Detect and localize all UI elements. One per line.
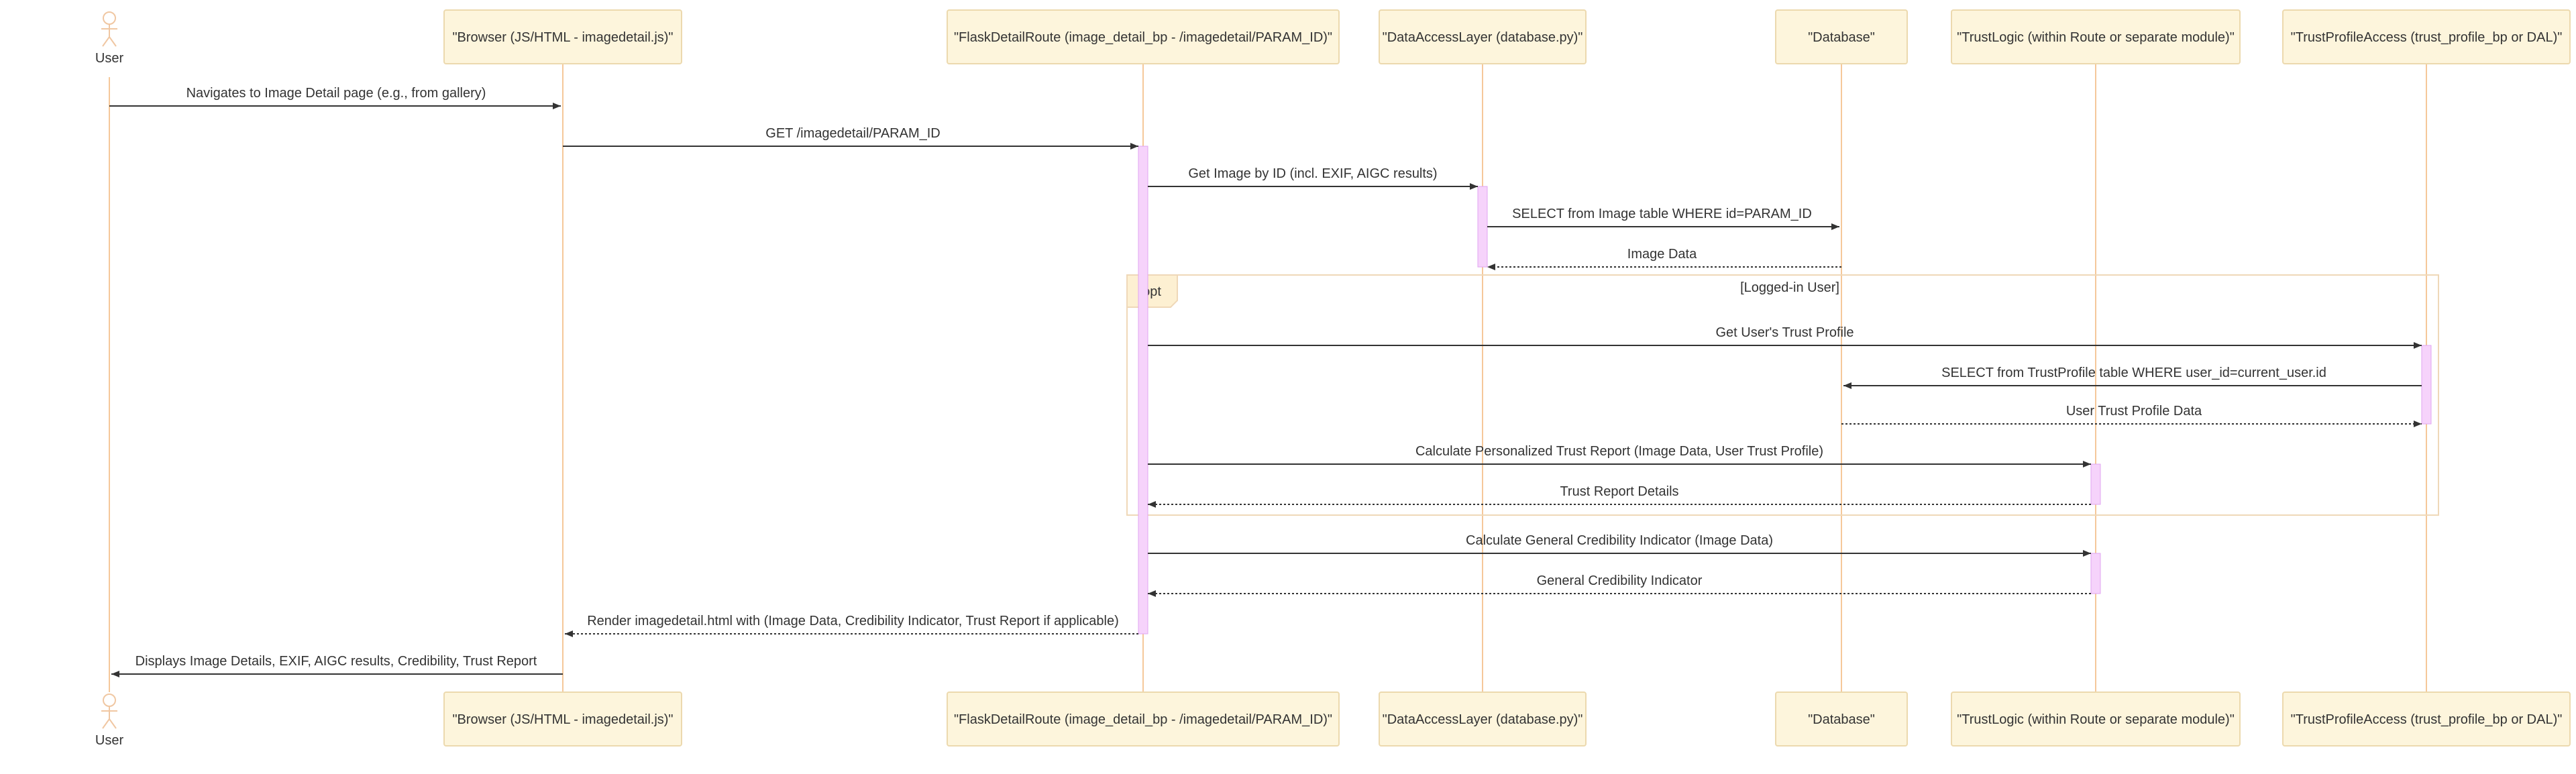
message-label: General Credibility Indicator: [1537, 573, 1703, 588]
actor-head-icon: [103, 11, 116, 25]
activation-dal: [1477, 186, 1488, 268]
actor-leg-icon: [109, 718, 117, 729]
message-4: SELECT from Image table WHERE id=PARAM_I…: [1487, 207, 1839, 230]
message-label: Get Image by ID (incl. EXIF, AIGC result…: [1188, 166, 1437, 181]
participant-label: "TrustLogic (within Route or separate mo…: [1957, 30, 2235, 45]
participant-browser-top: "Browser (JS/HTML - imagedetail.js)": [443, 9, 682, 64]
message-label: User Trust Profile Data: [2066, 404, 2202, 419]
actor-user-top: User: [95, 11, 124, 66]
participant-box: [947, 692, 1340, 747]
message-label: SELECT from Image table WHERE id=PARAM_I…: [1512, 207, 1812, 221]
fragment-frame: [1126, 274, 2439, 516]
message-label: Render imagedetail.html with (Image Data…: [587, 614, 1119, 628]
message-14: Displays Image Details, EXIF, AIGC resul…: [111, 654, 563, 677]
participant-tpa-top: "TrustProfileAccess (trust_profile_bp or…: [2282, 9, 2571, 64]
message-8: User Trust Profile Data: [1841, 404, 2422, 427]
actor-label: User: [95, 733, 124, 748]
message-3: Get Image by ID (incl. EXIF, AIGC result…: [1148, 166, 1478, 190]
message-10: Trust Report Details: [1148, 484, 2091, 508]
activation-tpa: [2421, 345, 2432, 425]
message-label: Displays Image Details, EXIF, AIGC resul…: [136, 654, 537, 669]
participant-box: [443, 692, 682, 747]
actor-leg-icon: [102, 718, 110, 729]
participant-dal-top: "DataAccessLayer (database.py)": [1379, 9, 1587, 64]
participant-db-bottom: "Database": [1775, 692, 1908, 747]
participant-label: "Browser (JS/HTML - imagedetail.js)": [452, 712, 673, 727]
activation-trust: [2090, 463, 2101, 505]
participant-box: [1379, 692, 1587, 747]
actor-leg-icon: [109, 36, 117, 47]
participant-box: [1379, 9, 1587, 64]
participant-label: "TrustProfileAccess (trust_profile_bp or…: [2291, 712, 2563, 727]
participant-dal-bottom: "DataAccessLayer (database.py)": [1379, 692, 1587, 747]
participant-box: [2282, 9, 2571, 64]
participant-tpa-bottom: "TrustProfileAccess (trust_profile_bp or…: [2282, 692, 2571, 747]
opt-fragment: opt [Logged-in User]: [1126, 274, 2439, 516]
participant-label: "TrustLogic (within Route or separate mo…: [1957, 712, 2235, 727]
activations: [1138, 146, 2432, 634]
actor-head-icon: [103, 694, 116, 707]
participant-label: "FlaskDetailRoute (image_detail_bp - /im…: [954, 30, 1332, 45]
message-7: SELECT from TrustProfile table WHERE use…: [1843, 366, 2422, 389]
participant-route-top: "FlaskDetailRoute (image_detail_bp - /im…: [947, 9, 1340, 64]
message-2: GET /imagedetail/PARAM_ID: [563, 126, 1138, 150]
message-5: Image Data: [1487, 247, 1841, 270]
message-6: Get User's Trust Profile: [1148, 325, 2422, 349]
message-9: Calculate Personalized Trust Report (Ima…: [1148, 444, 2091, 467]
participant-box: [1775, 9, 1908, 64]
actor-leg-icon: [102, 36, 110, 47]
participant-label: "DataAccessLayer (database.py)": [1383, 712, 1583, 727]
actor-user-bottom: User: [95, 694, 124, 748]
participant-label: "Database": [1808, 712, 1875, 727]
message-label: GET /imagedetail/PARAM_ID: [765, 126, 940, 141]
participant-label: "TrustProfileAccess (trust_profile_bp or…: [2291, 30, 2563, 45]
participant-box: [1775, 692, 1908, 747]
activation-trust-2: [2090, 553, 2101, 594]
participants-top: User "Browser (JS/HTML - imagedetail.js)"…: [95, 9, 2571, 66]
participant-browser-bottom: "Browser (JS/HTML - imagedetail.js)": [443, 692, 682, 747]
activation-route: [1138, 146, 1148, 634]
fragment-condition: [Logged-in User]: [1740, 280, 1839, 295]
message-12: General Credibility Indicator: [1148, 573, 2091, 597]
actor-label: User: [95, 51, 124, 66]
participant-label: "Database": [1808, 30, 1875, 45]
participant-box: [2282, 692, 2571, 747]
message-label: Trust Report Details: [1560, 484, 1678, 499]
message-label: Image Data: [1627, 247, 1697, 262]
participant-route-bottom: "FlaskDetailRoute (image_detail_bp - /im…: [947, 692, 1340, 747]
message-label: SELECT from TrustProfile table WHERE use…: [1941, 366, 2326, 380]
message-11: Calculate General Credibility Indicator …: [1148, 533, 2091, 557]
messages: Navigates to Image Detail page (e.g., fr…: [109, 86, 2422, 677]
participants-bottom: User "Browser (JS/HTML - imagedetail.js)"…: [95, 692, 2571, 748]
participant-label: "Browser (JS/HTML - imagedetail.js)": [452, 30, 673, 45]
message-1: Navigates to Image Detail page (e.g., fr…: [109, 86, 561, 109]
message-label: Calculate Personalized Trust Report (Ima…: [1415, 444, 1823, 459]
participant-box: [443, 9, 682, 64]
participant-box: [1951, 9, 2241, 64]
participant-trust-top: "TrustLogic (within Route or separate mo…: [1951, 9, 2241, 64]
message-13: Render imagedetail.html with (Image Data…: [565, 614, 1138, 637]
message-label: Navigates to Image Detail page (e.g., fr…: [186, 86, 486, 101]
participant-label: "FlaskDetailRoute (image_detail_bp - /im…: [954, 712, 1332, 727]
message-label: Get User's Trust Profile: [1715, 325, 1854, 340]
participant-trust-bottom: "TrustLogic (within Route or separate mo…: [1951, 692, 2241, 747]
participant-db-top: "Database": [1775, 9, 1908, 64]
participant-box: [947, 9, 1340, 64]
participant-label: "DataAccessLayer (database.py)": [1383, 30, 1583, 45]
message-label: Calculate General Credibility Indicator …: [1466, 533, 1773, 548]
participant-box: [1951, 692, 2241, 747]
